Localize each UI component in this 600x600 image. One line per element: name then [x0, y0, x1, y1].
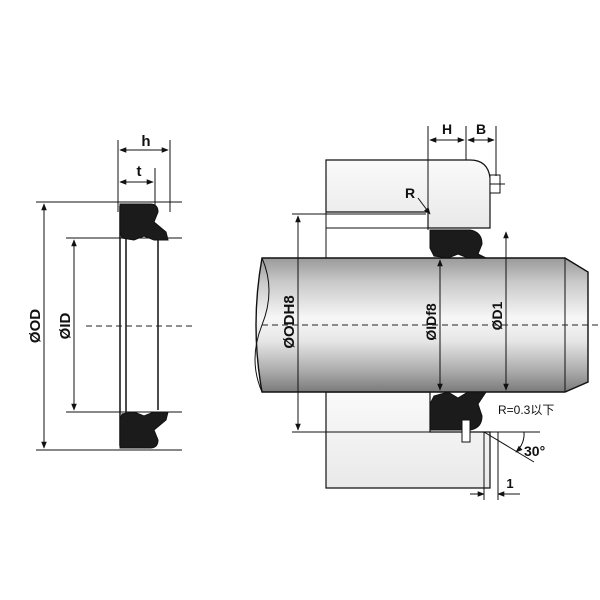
- dim-t-label: t: [137, 163, 142, 180]
- dim-one-label: 1: [506, 476, 513, 491]
- left-seal-view: h t ØOD ØID: [27, 133, 196, 451]
- dim-R-label: R: [405, 185, 415, 201]
- upper-housing: [325, 159, 491, 229]
- dim-od-h8-label: ØODH8: [281, 295, 298, 348]
- seal-profile-bottom: [119, 411, 169, 449]
- dim-id-f8-label: ØIDf8: [423, 303, 439, 341]
- dim-h-label: h: [141, 133, 150, 150]
- dim-H-label: H: [442, 121, 452, 137]
- dim-od-label: ØOD: [27, 309, 44, 343]
- radius-note: R=0.3以下: [498, 403, 554, 417]
- seal-profile-top: [119, 203, 169, 241]
- seal-upper: [429, 229, 487, 259]
- angle-arc: [515, 431, 525, 453]
- seal-lower: [429, 391, 487, 431]
- right-assembly-view: H B R ØODH8 ØIDf8 ØD1 R=0.3以下 30° 1: [254, 121, 598, 500]
- radius-leader: [417, 197, 431, 215]
- dim-id-label: ØID: [57, 313, 74, 340]
- dim-B-label: B: [476, 121, 486, 137]
- dim-d1-label: ØD1: [489, 301, 505, 330]
- chamfer-insert: [461, 419, 471, 443]
- angle-label: 30°: [524, 443, 545, 459]
